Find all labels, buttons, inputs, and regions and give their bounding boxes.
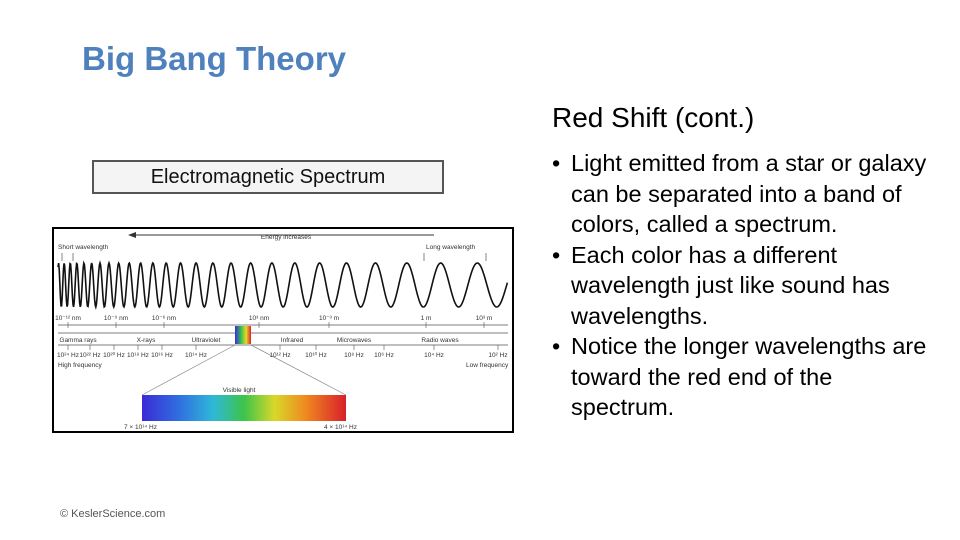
copyright-footer: © KeslerScience.com bbox=[60, 508, 166, 520]
em-spectrum-svg: Energy increases Short wavelength Long w… bbox=[55, 232, 509, 431]
frequency-tick-label: 10⁴ Hz bbox=[424, 352, 444, 359]
spectrum-bands: Gamma rays X-rays Ultraviolet Infrared Micro… bbox=[59, 337, 459, 344]
wavelength-wave bbox=[57, 260, 509, 311]
bullet-dot: • bbox=[552, 333, 561, 359]
frequency-tick-label: 10⁸ Hz bbox=[344, 352, 364, 359]
bullet-text: Each color has a different wavelength ju… bbox=[571, 241, 890, 329]
frequency-tick-label: 10¹⁸ Hz bbox=[127, 352, 149, 359]
band-label: Infrared bbox=[281, 337, 304, 344]
visible-light-label: Visible light bbox=[223, 387, 256, 394]
wavelength-tick-label: 10⁻³ m bbox=[319, 315, 339, 322]
visible-right-frequency: 4 × 10¹⁴ Hz bbox=[324, 424, 357, 431]
spectrum-caption: Electromagnetic Spectrum bbox=[150, 165, 386, 188]
visible-light-spectrum bbox=[142, 395, 346, 421]
band-label: Ultraviolet bbox=[192, 337, 221, 344]
bullet-list: • Light emitted from a star or galaxy can… bbox=[552, 148, 932, 423]
energy-arrowhead bbox=[128, 232, 136, 238]
em-spectrum-diagram: Energy increases Short wavelength Long w… bbox=[52, 227, 514, 433]
short-wavelength-label: Short wavelength bbox=[58, 244, 109, 251]
frequency-tick-label: 10²⁰ Hz bbox=[103, 351, 125, 359]
bullet-item: • Notice the longer wavelengths are towar… bbox=[552, 331, 932, 423]
visible-left-frequency: 7 × 10¹⁴ Hz bbox=[124, 424, 157, 431]
wavelength-tick-label: 10⁻⁹ nm bbox=[104, 315, 128, 322]
band-label: Microwaves bbox=[337, 337, 372, 344]
bullet-item: • Light emitted from a star or galaxy can… bbox=[552, 148, 932, 240]
wavelength-tick-label: 10³ m bbox=[476, 315, 493, 322]
frequency-tick-label: 10²² Hz bbox=[79, 352, 100, 359]
visible-strip bbox=[235, 326, 251, 344]
bullet-dot: • bbox=[552, 150, 561, 176]
low-frequency-label: Low frequency bbox=[466, 362, 509, 369]
band-label: X-rays bbox=[137, 337, 157, 344]
frequency-tick-label: 10¹⁶ Hz bbox=[151, 352, 173, 359]
high-frequency-label: High frequency bbox=[58, 362, 102, 369]
frequency-tick-label: 10⁶ Hz bbox=[374, 352, 394, 359]
frequency-tick-label: 10² Hz bbox=[488, 352, 507, 359]
wavelength-tick-label: 10⁻⁶ nm bbox=[152, 315, 176, 322]
bullet-dot: • bbox=[552, 241, 561, 268]
energy-label: Energy increases bbox=[261, 234, 312, 241]
long-wavelength-label: Long wavelength bbox=[426, 244, 476, 251]
wavelength-tick-label: 10⁻¹² nm bbox=[55, 315, 81, 322]
frequency-tick-label: 10¹⁴ Hz bbox=[185, 352, 207, 359]
wavelength-ticks: 10⁻¹² nm 10⁻⁹ nm 10⁻⁶ nm 10³ nm 10⁻³ m 1 m 10³… bbox=[55, 315, 492, 328]
frequency-tick-label: 10¹² Hz bbox=[269, 352, 290, 359]
wavelength-tick-label: 10³ nm bbox=[249, 315, 269, 322]
frequency-tick-label: 10²⁴ Hz bbox=[57, 352, 79, 359]
slide-subtitle: Red Shift (cont.) bbox=[552, 102, 755, 133]
frequency-tick-label: 10¹⁰ Hz bbox=[305, 351, 327, 359]
slide-title: Big Bang Theory bbox=[82, 40, 347, 77]
band-label: Gamma rays bbox=[59, 337, 97, 344]
bullet-item: • Each color has a different wavelength j… bbox=[552, 240, 932, 332]
bullet-text: Notice the longer wavelengths are toward… bbox=[571, 333, 927, 420]
spectrum-caption-box: Electromagnetic Spectrum bbox=[92, 160, 444, 194]
band-label: Radio waves bbox=[421, 337, 459, 344]
bullet-text: Light emitted from a star or galaxy can … bbox=[571, 150, 927, 237]
wavelength-tick-label: 1 m bbox=[421, 315, 432, 322]
